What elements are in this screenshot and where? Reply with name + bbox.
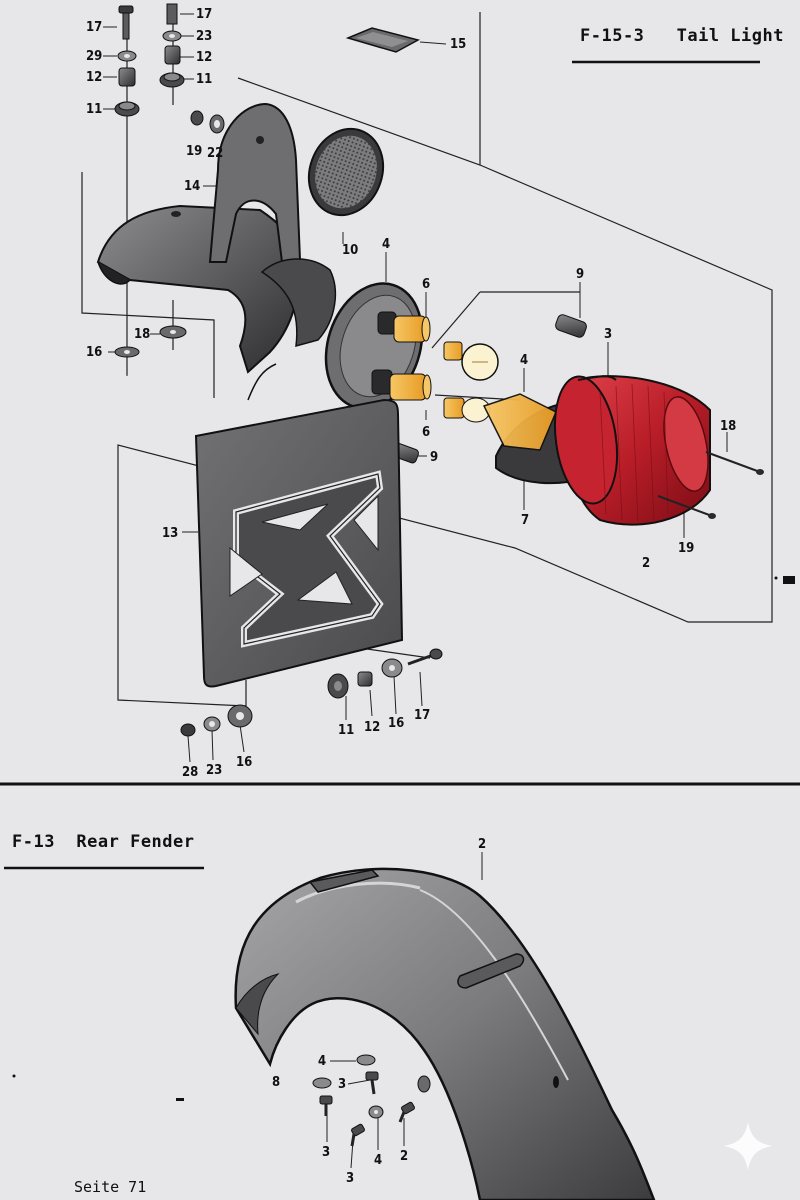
callout-12: 12 bbox=[364, 720, 380, 735]
callout-16: 16 bbox=[236, 755, 252, 770]
callout-19: 19 bbox=[186, 144, 202, 159]
callout-2: 2 bbox=[400, 1149, 408, 1164]
callout-17: 17 bbox=[86, 20, 102, 35]
callout-11: 11 bbox=[196, 72, 212, 87]
callout-18: 18 bbox=[134, 327, 150, 342]
bulb-sockets-part bbox=[371, 311, 499, 423]
tail-lens-part bbox=[553, 375, 711, 526]
callout-4: 4 bbox=[318, 1054, 326, 1069]
callout-11: 11 bbox=[338, 723, 354, 738]
callout-leader-lines bbox=[103, 13, 728, 1169]
rear-fender-heading: F-13 Rear Fender bbox=[12, 832, 195, 852]
callout-3: 3 bbox=[604, 327, 612, 342]
callout-8: 8 bbox=[272, 1075, 280, 1090]
callout-23: 23 bbox=[206, 763, 222, 778]
callout-4: 4 bbox=[382, 237, 390, 252]
callout-3: 3 bbox=[338, 1077, 346, 1092]
sparkle-icon bbox=[724, 1122, 772, 1170]
callout-11: 11 bbox=[86, 102, 102, 117]
callout-18: 18 bbox=[720, 419, 736, 434]
callout-23: 23 bbox=[196, 29, 212, 44]
license-plate-bracket-part bbox=[194, 398, 404, 688]
callout-17: 17 bbox=[196, 7, 212, 22]
callout-29: 29 bbox=[86, 49, 102, 64]
callout-13: 13 bbox=[162, 526, 178, 541]
lower-fasteners-part bbox=[114, 325, 443, 737]
callout-3: 3 bbox=[322, 1145, 330, 1160]
callout-9: 9 bbox=[430, 450, 438, 465]
rear-fender-callouts: 2 4 3 8 3 4 2 3 bbox=[272, 837, 486, 1186]
tail-light-callouts: 17 29 12 11 17 23 12 11 15 19 22 14 10 4… bbox=[86, 7, 736, 780]
bracket-part bbox=[96, 102, 337, 374]
page-number-label: Seite 71 bbox=[74, 1178, 147, 1196]
callout-17: 17 bbox=[414, 708, 430, 723]
callout-9: 9 bbox=[576, 267, 584, 282]
socket-cover-part bbox=[345, 27, 421, 53]
reflector-part bbox=[307, 127, 385, 217]
callout-16: 16 bbox=[388, 716, 404, 731]
callout-22: 22 bbox=[207, 146, 223, 161]
callout-10: 10 bbox=[342, 243, 358, 258]
assembly-guide-lines bbox=[81, 12, 773, 707]
callout-7: 7 bbox=[521, 513, 529, 528]
callout-3: 3 bbox=[346, 1171, 354, 1186]
callout-16: 16 bbox=[86, 345, 102, 360]
tail-light-heading: F-15-3 Tail Light bbox=[580, 26, 784, 46]
fender-fasteners-part bbox=[312, 1054, 415, 1147]
callout-19: 19 bbox=[678, 541, 694, 556]
left-fastener-stack bbox=[114, 3, 225, 134]
callout-28: 28 bbox=[182, 765, 198, 780]
lens-screws-part bbox=[657, 451, 764, 519]
callout-14: 14 bbox=[184, 179, 200, 194]
print-marks bbox=[12, 576, 795, 1101]
callout-2: 2 bbox=[478, 837, 486, 852]
callout-6: 6 bbox=[422, 277, 430, 292]
rear-fender-part bbox=[234, 867, 656, 1200]
callout-6: 6 bbox=[422, 425, 430, 440]
callout-2: 2 bbox=[642, 556, 650, 571]
callout-15: 15 bbox=[450, 37, 466, 52]
callout-4: 4 bbox=[520, 353, 528, 368]
callout-12: 12 bbox=[196, 50, 212, 65]
callout-4: 4 bbox=[374, 1153, 382, 1168]
callout-12: 12 bbox=[86, 70, 102, 85]
